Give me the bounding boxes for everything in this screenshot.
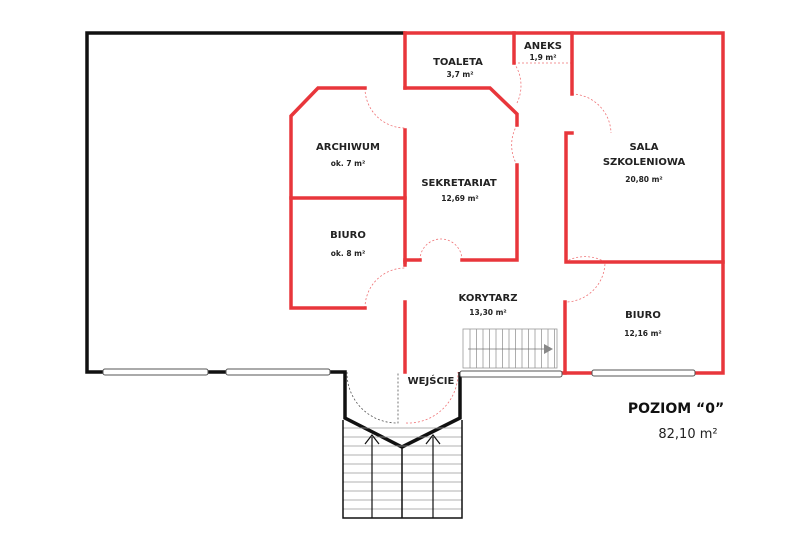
- building-outline: [85, 31, 462, 449]
- room-area-sala: 20,80 m²: [625, 175, 662, 184]
- up-arrow-icon: [364, 434, 380, 445]
- room-name-biuro-right: BIURO: [625, 310, 661, 321]
- level-title: POZIOM “0”: [628, 401, 724, 417]
- room-area-biuro-left: ok. 8 m²: [331, 249, 366, 258]
- doors: [346, 62, 612, 424]
- room-name-biuro-left: BIURO: [330, 230, 366, 241]
- room-name-archiwum: ARCHIWUM: [316, 142, 380, 153]
- up-arrow-icon: [425, 434, 441, 445]
- inner-staircase: [462, 328, 558, 369]
- room-area-aneks: 1,9 m²: [530, 53, 557, 62]
- room-area-korytarz: 13,30 m²: [469, 308, 506, 317]
- stair-arrow-icon: [544, 344, 553, 354]
- room-area-toaleta: 3,7 m²: [447, 70, 474, 79]
- room-name-sekretariat: SEKRETARIAT: [421, 178, 496, 189]
- room-name-korytarz: KORYTARZ: [459, 293, 518, 304]
- room-name-aneks: ANEKS: [524, 41, 562, 52]
- room-area-biuro-right: 12,16 m²: [624, 329, 661, 338]
- room-name-toaleta: TOALETA: [433, 57, 483, 68]
- entrance-label: WEJŚCIE: [408, 374, 455, 387]
- room-name-sala-line2: SZKOLENIOWA: [603, 157, 686, 168]
- level-total-area: 82,10 m²: [658, 427, 717, 442]
- windows: [102, 368, 696, 378]
- room-area-archiwum: ok. 7 m²: [331, 159, 366, 168]
- unit-walls: [289, 31, 725, 375]
- entrance-staircase: [342, 420, 463, 519]
- room-area-sekretariat: 12,69 m²: [441, 194, 478, 203]
- room-name-sala-line1: SALA: [629, 142, 658, 153]
